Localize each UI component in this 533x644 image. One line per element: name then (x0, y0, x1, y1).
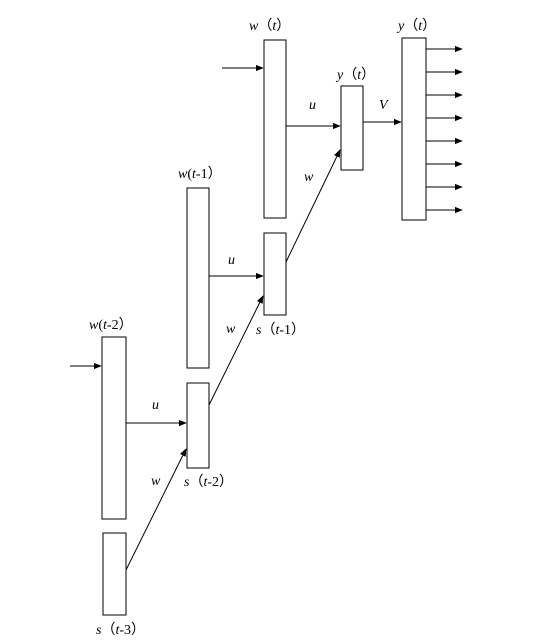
edge-label-w-3: w (304, 170, 314, 185)
label-w-t-2: w(t-2） (89, 317, 133, 333)
edge-label-u-2: u (228, 253, 235, 268)
w-arrow-2 (208, 295, 264, 406)
label-s-t-3: s（t-3） (96, 622, 145, 638)
box-y-t-small (340, 85, 364, 171)
label-s-t-1: s（t-1） (256, 322, 305, 338)
edge-label-w-2: w (226, 322, 236, 337)
output-arrows (426, 45, 463, 214)
label-w-t-1: w(t-1） (178, 166, 222, 182)
label-w-t: w（t） (249, 18, 290, 34)
box-s-t-2 (186, 382, 210, 469)
box-w-t (263, 39, 287, 219)
edge-label-w-1: w (151, 474, 161, 489)
w-arrow-3 (285, 149, 341, 263)
edge-label-v: V (379, 98, 389, 113)
box-w-t-2 (101, 336, 127, 520)
box-y-t (401, 37, 427, 221)
label-y-t-small: y（t） (335, 67, 375, 83)
edge-label-u-3: u (309, 98, 316, 113)
label-y-t: y（t） (396, 18, 436, 34)
edge-label-u-1: u (152, 398, 159, 413)
box-w-t-1 (186, 187, 210, 369)
box-s-t-1 (263, 232, 287, 316)
w-arrow-1 (125, 448, 187, 571)
box-s-t-3 (102, 532, 127, 616)
label-s-t-2: s（t-2） (184, 474, 233, 490)
